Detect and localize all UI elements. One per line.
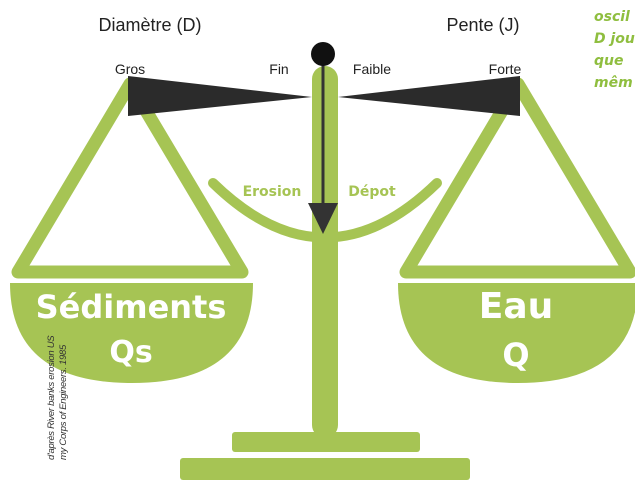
scale-pillar (312, 66, 338, 438)
right-beam-min-label: Faible (353, 61, 391, 77)
deposit-label: Dépot (348, 184, 396, 200)
side-note-line: mêm (594, 75, 633, 91)
base-plate-lower (180, 458, 470, 480)
pivot-knob (311, 42, 335, 66)
erosion-label: Erosion (243, 184, 302, 200)
base-plate-upper (232, 432, 420, 452)
left-pan-strings (11, 77, 249, 279)
left-pan (10, 283, 253, 383)
credit-line: d'après River banks erosion US (46, 335, 57, 460)
left-pan-assembly (10, 77, 253, 383)
pointer-arrowhead (308, 203, 338, 234)
right-beam (338, 76, 520, 116)
left-beam (128, 76, 312, 116)
side-note: oscil D jou que mêm (594, 6, 635, 94)
scale-base (180, 432, 470, 480)
left-beam-max-label: Fin (269, 61, 288, 77)
left-axis-label: Diamètre (D) (98, 15, 201, 35)
right-pan-title: Eau (479, 286, 554, 327)
side-note-line: D jou (594, 31, 635, 47)
right-pan-assembly (398, 77, 635, 383)
erosion-deposit-dial (208, 178, 442, 243)
right-pan (398, 283, 635, 383)
source-credit: d'après River banks erosion US my Corps … (46, 336, 70, 460)
right-pan-symbol: Q (502, 336, 529, 374)
left-beam-min-label: Gros (115, 61, 145, 77)
right-pan-strings (399, 77, 635, 279)
left-pan-title: Sédiments (36, 288, 227, 326)
side-note-line: oscil (594, 9, 630, 25)
side-note-line: que (594, 53, 624, 69)
right-beam-max-label: Forte (489, 61, 522, 77)
right-axis-label: Pente (J) (446, 15, 519, 35)
credit-line: my Corps of Engineers. 1985 (58, 345, 69, 460)
left-pan-symbol: Qs (109, 335, 152, 370)
